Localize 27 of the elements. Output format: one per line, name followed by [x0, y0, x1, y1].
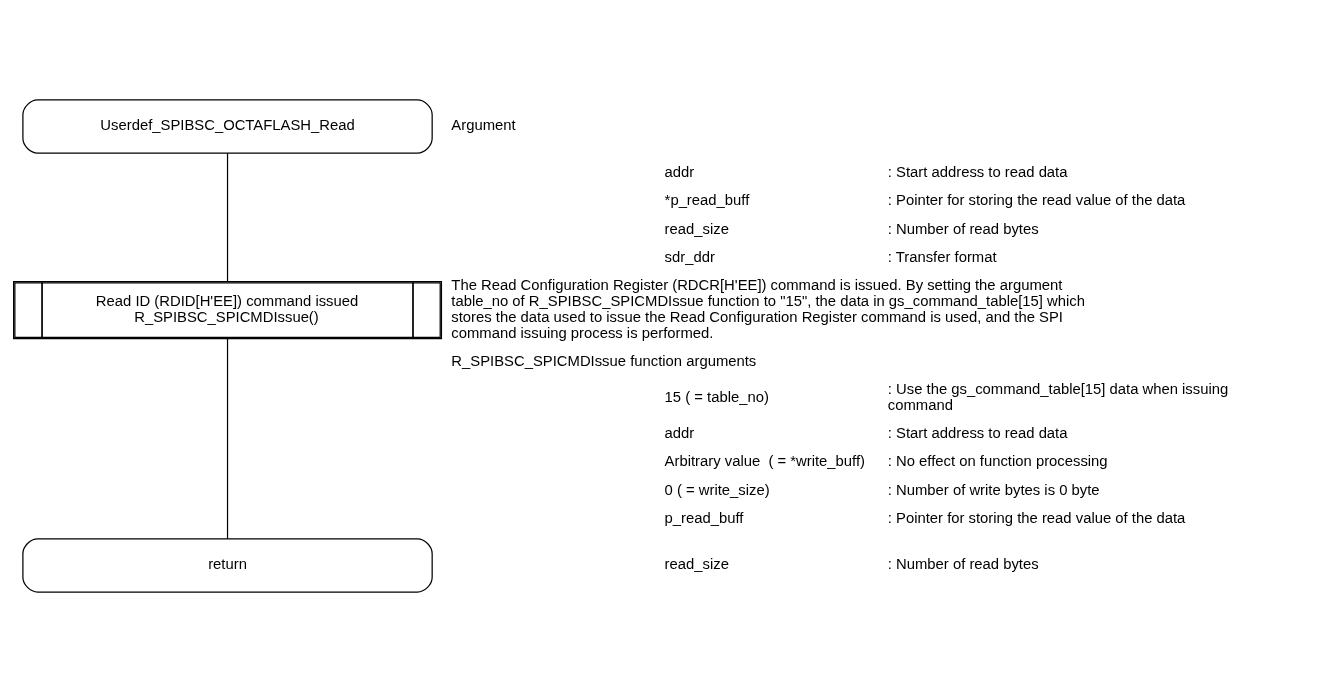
- label: addr: [664, 163, 695, 180]
- label: : Start address to read data: [887, 163, 1068, 180]
- label: *p_read_buff: [664, 192, 750, 209]
- label: The Read Configuration Register (RDCR[H'EE]) command is issued. By setting the argument table_no of R_SPIBSC_SPICMDIssue function to "15", the data in gs_command_table[15] which stores the data used to issue the Read Configuration Register command is used, and the SPI command issuing process is performed.: [451, 276, 1085, 342]
- label: : Pointer for storing the read value of the data: [887, 192, 1186, 209]
- label: Argument: [451, 117, 516, 134]
- label: : Number of read bytes: [887, 220, 1039, 237]
- label: Arbitrary value ( = *write_buff): [664, 453, 866, 470]
- connector: [226, 152, 229, 283]
- label: addr: [664, 424, 695, 441]
- label: p_read_buff: [664, 509, 744, 526]
- label: R_SPIBSC_SPICMDIssue function arguments: [451, 352, 757, 369]
- label: : Pointer for storing the read value of the data: [887, 509, 1186, 526]
- label: : No effect on function processing: [887, 453, 1108, 470]
- label: 0 ( = write_size): [664, 481, 770, 498]
- label: read_size: [664, 220, 729, 237]
- node-box: return: [22, 538, 433, 593]
- label: 15 ( = table_no): [664, 388, 769, 405]
- connector: [226, 338, 229, 540]
- label: sdr_ddr: [664, 249, 715, 266]
- label: : Transfer format: [887, 249, 997, 266]
- label: read_size: [664, 556, 729, 573]
- label: : Use the gs_command_table[15] data when issuing command: [887, 380, 1229, 413]
- node-box: Userdef_SPIBSC_OCTAFLASH_Read: [22, 99, 433, 154]
- label: : Number of write bytes is 0 byte: [887, 481, 1100, 498]
- label: : Start address to read data: [887, 424, 1068, 441]
- label: : Number of read bytes: [887, 556, 1039, 573]
